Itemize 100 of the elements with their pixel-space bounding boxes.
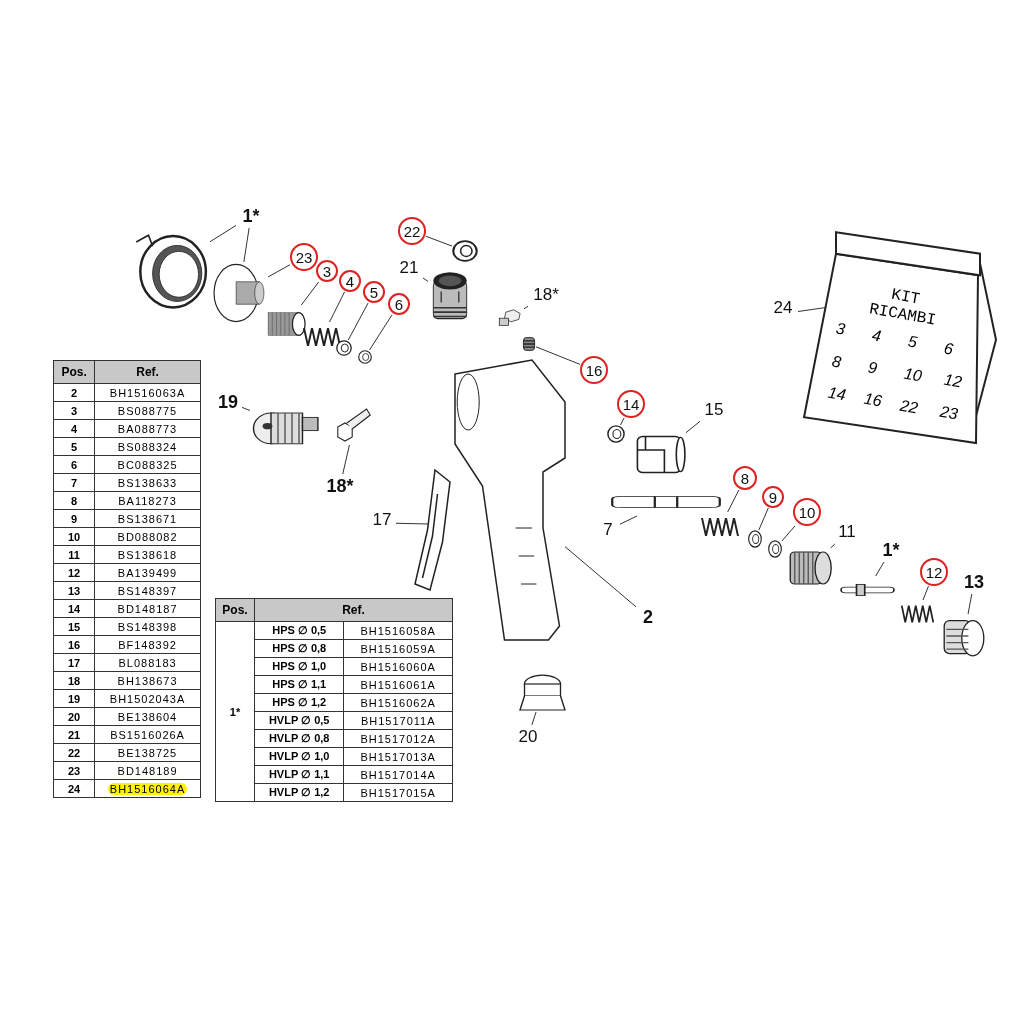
position-number: 10 <box>53 527 95 546</box>
part-number: BE138725 <box>117 746 178 759</box>
part-number: BS1516026A <box>110 728 185 741</box>
leader-line <box>619 515 638 525</box>
bushing-drawing <box>788 548 833 588</box>
nozzle-size: HVLP ∅ 0,5 <box>254 711 344 730</box>
part-number: BD148189 <box>117 764 178 777</box>
leader-line <box>620 417 625 426</box>
callout-number: 4 <box>339 270 361 292</box>
part-number: BH1517013A <box>343 747 453 766</box>
position-number: 3 <box>53 401 95 420</box>
nozzle-size: HVLP ∅ 1,2 <box>254 783 344 802</box>
part-number: BS148398 <box>117 620 178 633</box>
callout-number: 18* <box>322 474 358 498</box>
callout-number: 9 <box>866 358 879 378</box>
leader-line <box>347 302 369 341</box>
part-number: BS138633 <box>117 476 178 489</box>
nozzle-size: HVLP ∅ 0,8 <box>254 729 344 748</box>
callout-number: 17 <box>368 508 396 532</box>
callout-number: 14 <box>826 383 848 405</box>
position-number: 6 <box>53 455 95 474</box>
part-number: BD148187 <box>117 602 178 615</box>
part-number: BH138673 <box>117 674 178 687</box>
part-number: BA088773 <box>117 422 178 435</box>
position-number: 1* <box>215 621 255 802</box>
position-number: 23 <box>53 761 95 780</box>
callout-number: 8 <box>733 466 757 490</box>
leader-line <box>967 593 973 615</box>
position-number: 12 <box>53 563 95 582</box>
callout-number: 6 <box>388 293 410 315</box>
column-header: Pos. <box>53 360 95 384</box>
callout-number: 7 <box>596 518 620 542</box>
part-number: BS138618 <box>117 548 178 561</box>
position-number: 11 <box>53 545 95 564</box>
leader-line <box>329 291 345 323</box>
callout-number: 23 <box>938 402 960 424</box>
grub-screw-drawing <box>522 336 536 352</box>
part-number: BD088082 <box>117 530 178 543</box>
washer-drawing <box>748 530 762 548</box>
leader-line <box>369 314 393 351</box>
part-number: BA118273 <box>118 494 177 507</box>
callout-number: 13 <box>960 570 988 594</box>
leader-line <box>395 522 429 525</box>
part-number: BE138604 <box>117 710 178 723</box>
position-number: 5 <box>53 437 95 456</box>
part-number: BH1502043A <box>109 692 186 705</box>
callout-number: 12 <box>942 370 964 392</box>
callout-number: 1* <box>236 204 266 228</box>
leader-line <box>781 525 796 542</box>
nozzle-size: HPS ∅ 1,1 <box>254 675 344 694</box>
position-number: 22 <box>53 743 95 762</box>
callout-number: 19 <box>214 390 242 414</box>
leader-line <box>523 305 529 310</box>
position-number: 7 <box>53 473 95 492</box>
leader-line <box>531 711 537 726</box>
leader-line <box>243 227 250 263</box>
leader-line <box>758 507 769 531</box>
position-number: 8 <box>53 491 95 510</box>
position-number: 14 <box>53 599 95 618</box>
part-number: BA139499 <box>117 566 178 579</box>
position-number: 24 <box>53 779 95 798</box>
leader-line <box>422 277 429 282</box>
nozzle-size: HVLP ∅ 1,0 <box>254 747 344 766</box>
washer-drawing <box>607 425 625 443</box>
nozzle-size: HPS ∅ 0,8 <box>254 639 344 658</box>
callout-number: 10 <box>793 498 821 526</box>
part-number: BH1516063A <box>109 386 186 399</box>
leader-line <box>342 444 350 475</box>
position-number: 4 <box>53 419 95 438</box>
position-number: 13 <box>53 581 95 600</box>
callout-number: 12 <box>920 558 948 586</box>
part-number: BH1516060A <box>343 657 453 676</box>
part-number: BH1516058A <box>343 621 453 640</box>
callout-number: 20 <box>514 725 542 749</box>
washer-drawing <box>452 240 478 262</box>
leader-line <box>830 543 836 549</box>
leader-line <box>797 307 826 313</box>
leader-line <box>267 264 291 278</box>
position-number: 21 <box>53 725 95 744</box>
leader-line <box>209 224 237 243</box>
callout-number: 8 <box>830 352 843 372</box>
part-number: BS088324 <box>117 440 178 453</box>
part-number: BS148397 <box>117 584 178 597</box>
callout-number: 10 <box>902 364 924 385</box>
position-number: 16 <box>53 635 95 654</box>
part-number: BH1517011A <box>343 711 453 730</box>
leader-line <box>300 281 320 306</box>
part-number: BH1516064A <box>107 782 188 795</box>
part-number: BS138671 <box>117 512 178 525</box>
leader-line <box>875 561 885 577</box>
part-number: BF148392 <box>118 638 177 651</box>
position-number: 9 <box>53 509 95 528</box>
callout-number: 22 <box>898 396 920 418</box>
nozzle-size: HPS ∅ 0,5 <box>254 621 344 640</box>
part-number: BC088325 <box>117 458 178 471</box>
part-number: BH1516061A <box>343 675 453 694</box>
callout-number: 5 <box>363 281 385 303</box>
nozzle-size: HVLP ∅ 1,1 <box>254 765 344 784</box>
part-number: BH1516059A <box>343 639 453 658</box>
washer-drawing <box>358 350 372 364</box>
